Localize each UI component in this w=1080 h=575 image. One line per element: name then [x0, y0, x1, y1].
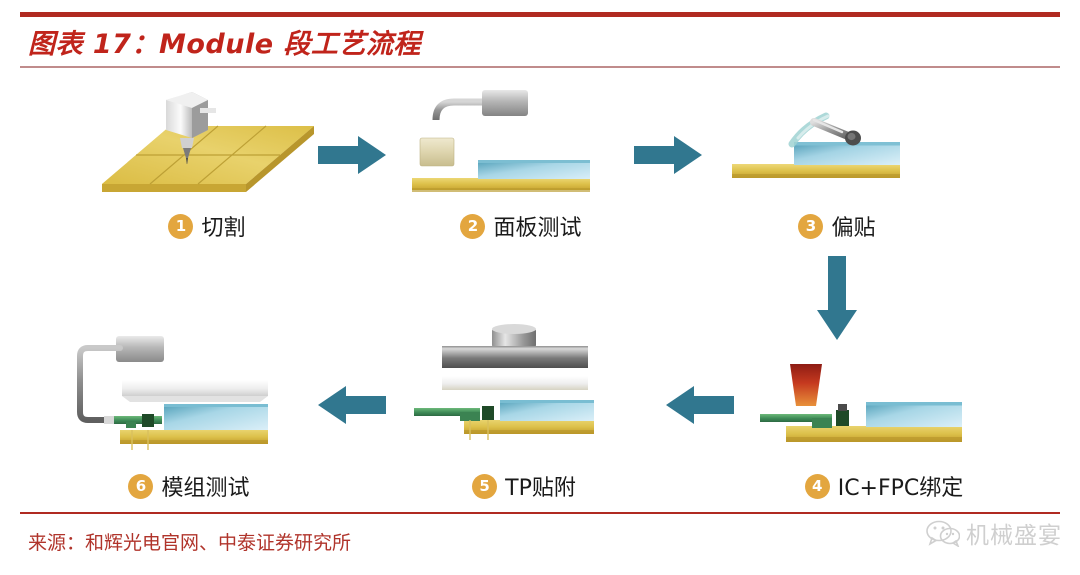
arrow-step1-to-step2	[316, 134, 388, 181]
step-label-1: 切割	[201, 216, 246, 241]
header-bottom-rule	[20, 66, 1060, 68]
source-note: 来源：和辉光电官网、中泰证券研究所	[28, 532, 352, 554]
step-label-4: IC+FPC绑定	[837, 476, 964, 501]
arrow-step3-to-step4	[813, 254, 861, 347]
page-title: 图表 17：Module 段工艺流程	[28, 29, 421, 60]
flow-step-1: 1 切割	[92, 84, 322, 242]
flow-step-4-caption: 4 IC+FPC绑定	[760, 470, 1008, 502]
flow-step-2: 2 面板测试	[406, 84, 636, 242]
arrow-step2-to-step3	[632, 134, 704, 181]
flow-step-3: 3 偏贴	[722, 84, 952, 242]
touch-panel-press-illustration	[404, 324, 644, 462]
step-badge-3: 3	[798, 213, 824, 239]
process-flow-diagram: 1 切割	[0, 72, 1080, 510]
step-label-6: 模组测试	[161, 476, 250, 501]
flow-step-5-caption: 5 TP贴附	[404, 470, 644, 502]
step-badge-6: 6	[128, 473, 154, 499]
step-label-2: 面板测试	[493, 216, 582, 241]
watermark-label: 机械盛宴	[966, 523, 1062, 549]
arrow-step5-to-step6	[316, 384, 388, 431]
watermark: 机械盛宴	[926, 516, 1062, 550]
step-badge-5: 5	[472, 473, 498, 499]
wechat-icon	[926, 519, 961, 548]
panel-probe-test-illustration	[406, 84, 636, 202]
arrow-step4-to-step5	[664, 384, 736, 431]
flow-step-6: 6 模组测试	[64, 330, 314, 502]
step-label-5: TP贴附	[505, 476, 576, 501]
flow-step-2-caption: 2 面板测试	[406, 210, 636, 242]
module-test-illustration	[64, 330, 314, 462]
flow-step-3-caption: 3 偏贴	[722, 210, 952, 242]
flow-step-5: 5 TP贴附	[404, 324, 644, 502]
step-badge-2: 2	[460, 213, 486, 239]
flow-step-4: 4 IC+FPC绑定	[760, 344, 1008, 502]
footer-rule	[20, 512, 1060, 514]
step-badge-4: 4	[804, 473, 830, 499]
step-badge-1: 1	[168, 213, 194, 239]
header-top-rule	[20, 12, 1060, 17]
polarizer-lamination-illustration	[722, 84, 952, 202]
flow-step-1-caption: 1 切割	[92, 210, 322, 242]
cutting-machine-illustration	[92, 84, 322, 202]
ic-fpc-bonding-illustration	[760, 344, 1008, 462]
step-label-3: 偏贴	[831, 216, 876, 241]
flow-step-6-caption: 6 模组测试	[64, 470, 314, 502]
